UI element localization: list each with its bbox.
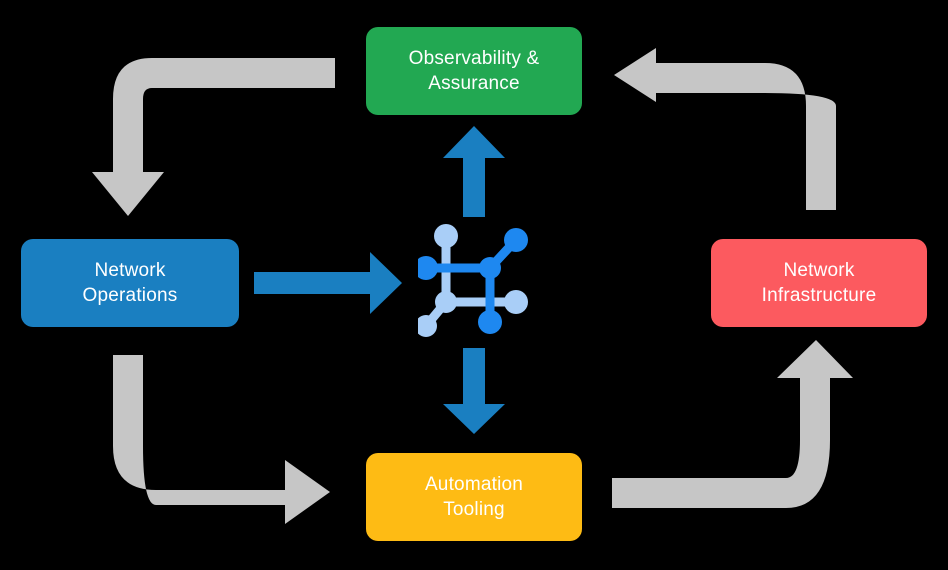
icon-node-left (418, 256, 438, 280)
node-network-infrastructure[interactable]: Network Infrastructure (711, 239, 927, 327)
icon-node-bottomleft (435, 291, 457, 313)
icon-node-center (479, 257, 501, 279)
node-observability-assurance[interactable]: Observability & Assurance (366, 27, 582, 115)
icon-node-bottom (478, 310, 502, 334)
node-network-operations[interactable]: Network Operations (21, 239, 239, 327)
icon-node-right (504, 290, 528, 314)
icon-node-topleft (434, 224, 458, 248)
arrow-observability-to-operations (92, 58, 335, 216)
arrow-operations-to-center (254, 252, 402, 314)
network-topology-icon (418, 224, 528, 337)
arrow-automation-to-infrastructure (612, 340, 853, 508)
icon-node-topright (504, 228, 528, 252)
node-automation-tooling[interactable]: Automation Tooling (366, 453, 582, 541)
arrow-operations-to-automation (113, 355, 330, 524)
arrow-center-to-automation (443, 348, 505, 434)
arrow-infrastructure-to-observability (614, 48, 836, 210)
arrow-center-to-observability (443, 126, 505, 217)
icon-node-bottomleft-leaf (418, 315, 437, 337)
